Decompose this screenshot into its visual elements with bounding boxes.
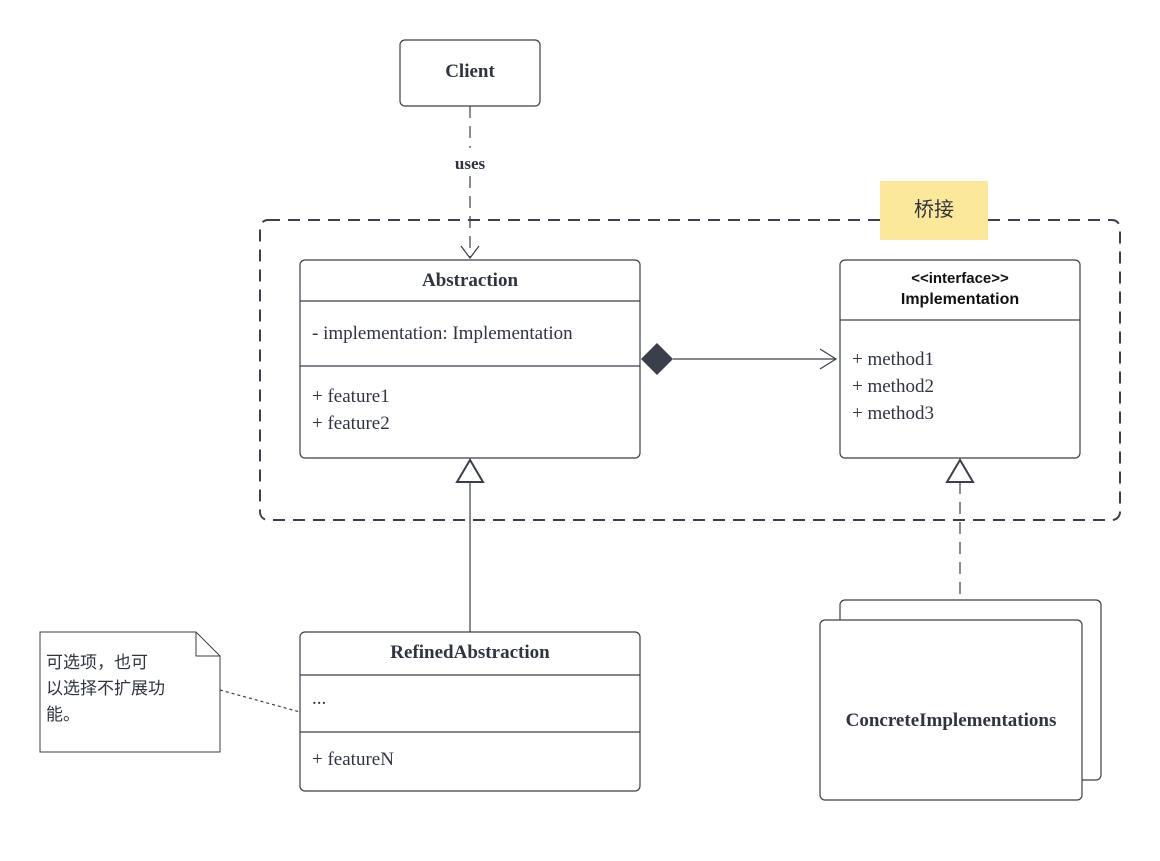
abstraction-class: Abstraction - implementation: Implementa… [299, 259, 641, 459]
refined-abstraction-class: RefinedAbstraction ... + featureN [299, 631, 641, 792]
implementation-method: + method3 [852, 403, 934, 424]
client-box: Client [399, 39, 541, 107]
uses-dependency-arrow [460, 106, 480, 259]
inheritance-triangle-icon [455, 458, 485, 483]
uses-label-bg [440, 150, 500, 174]
uses-label: uses [455, 154, 486, 173]
implementation-method: + method1 [852, 349, 934, 370]
note-line: 可选项，也可 [46, 653, 148, 673]
refined-abstraction-name: RefinedAbstraction [390, 642, 550, 663]
composition-arrow [641, 343, 838, 375]
optional-note: 可选项，也可 以选择不扩展功 能。 [39, 631, 221, 753]
realization-arrow [945, 458, 975, 600]
refined-abstraction-attribute: ... [312, 688, 326, 709]
note-line: 以选择不扩展功 [46, 679, 165, 699]
note-line: 能。 [46, 705, 80, 725]
client-name: Client [445, 61, 495, 82]
concrete-implementations-name: ConcreteImplementations [846, 710, 1057, 731]
abstraction-name: Abstraction [422, 270, 518, 291]
concrete-implementations-stack: ConcreteImplementations [819, 599, 1102, 801]
realization-triangle-icon [945, 458, 975, 483]
abstraction-method: + feature1 [312, 386, 390, 407]
implementation-method: + method2 [852, 376, 934, 397]
composition-diamond-icon [641, 343, 673, 375]
note-connector [219, 689, 301, 713]
bridge-label: 桥接 [914, 197, 954, 221]
bridge-sticky-note: 桥接 [880, 181, 988, 240]
abstraction-attribute: - implementation: Implementation [312, 323, 573, 344]
implementation-interface: <<interface>> Implementation + method1 +… [839, 259, 1081, 459]
implementation-stereotype: <<interface>> [911, 270, 1009, 287]
refined-abstraction-method: + featureN [312, 749, 394, 770]
implementation-name: Implementation [901, 291, 1019, 308]
inheritance-arrow [455, 458, 485, 632]
abstraction-method: + feature2 [312, 413, 390, 434]
bridge-boundary [259, 219, 1121, 521]
